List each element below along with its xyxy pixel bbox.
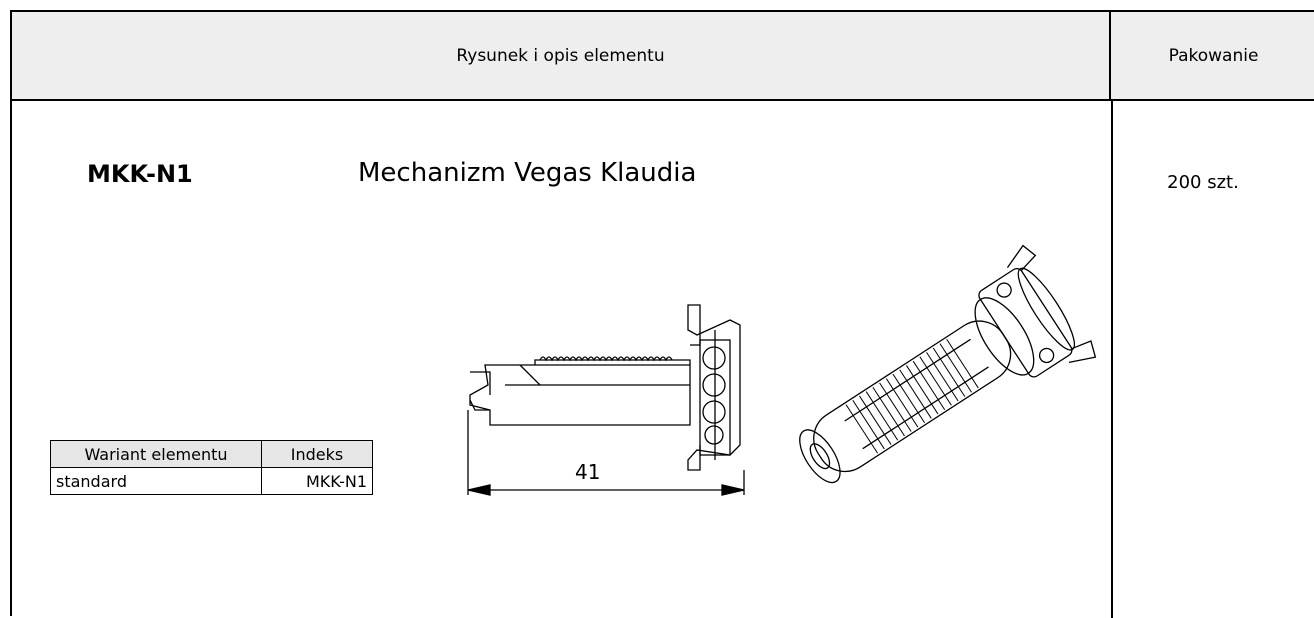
variant-name-cell: standard (50, 467, 262, 495)
header-description-label: Rysunek i opis elementu (456, 45, 665, 66)
product-code: MKK-N1 (87, 160, 193, 188)
dimension-label: 41 (575, 460, 601, 484)
header-description-cell: Rysunek i opis elementu (12, 12, 1111, 101)
variants-table: Wariant elementu Indeks standard MKK-N1 (50, 440, 373, 495)
isometric-view-drawing (799, 244, 1097, 484)
product-name: Mechanizm Vegas Klaudia (358, 158, 697, 188)
variants-header-index: Indeks (261, 440, 373, 468)
product-sheet: Rysunek i opis elementu Pakowanie (10, 10, 1314, 618)
header-packaging-cell: Pakowanie (1111, 12, 1314, 101)
table-row: standard MKK-N1 (50, 467, 373, 495)
column-divider (1111, 101, 1113, 618)
packaging-quantity: 200 szt. (1167, 172, 1239, 193)
side-view-drawing (467, 304, 745, 496)
variant-index-cell: MKK-N1 (261, 467, 373, 495)
header-packaging-label: Pakowanie (1168, 45, 1259, 66)
